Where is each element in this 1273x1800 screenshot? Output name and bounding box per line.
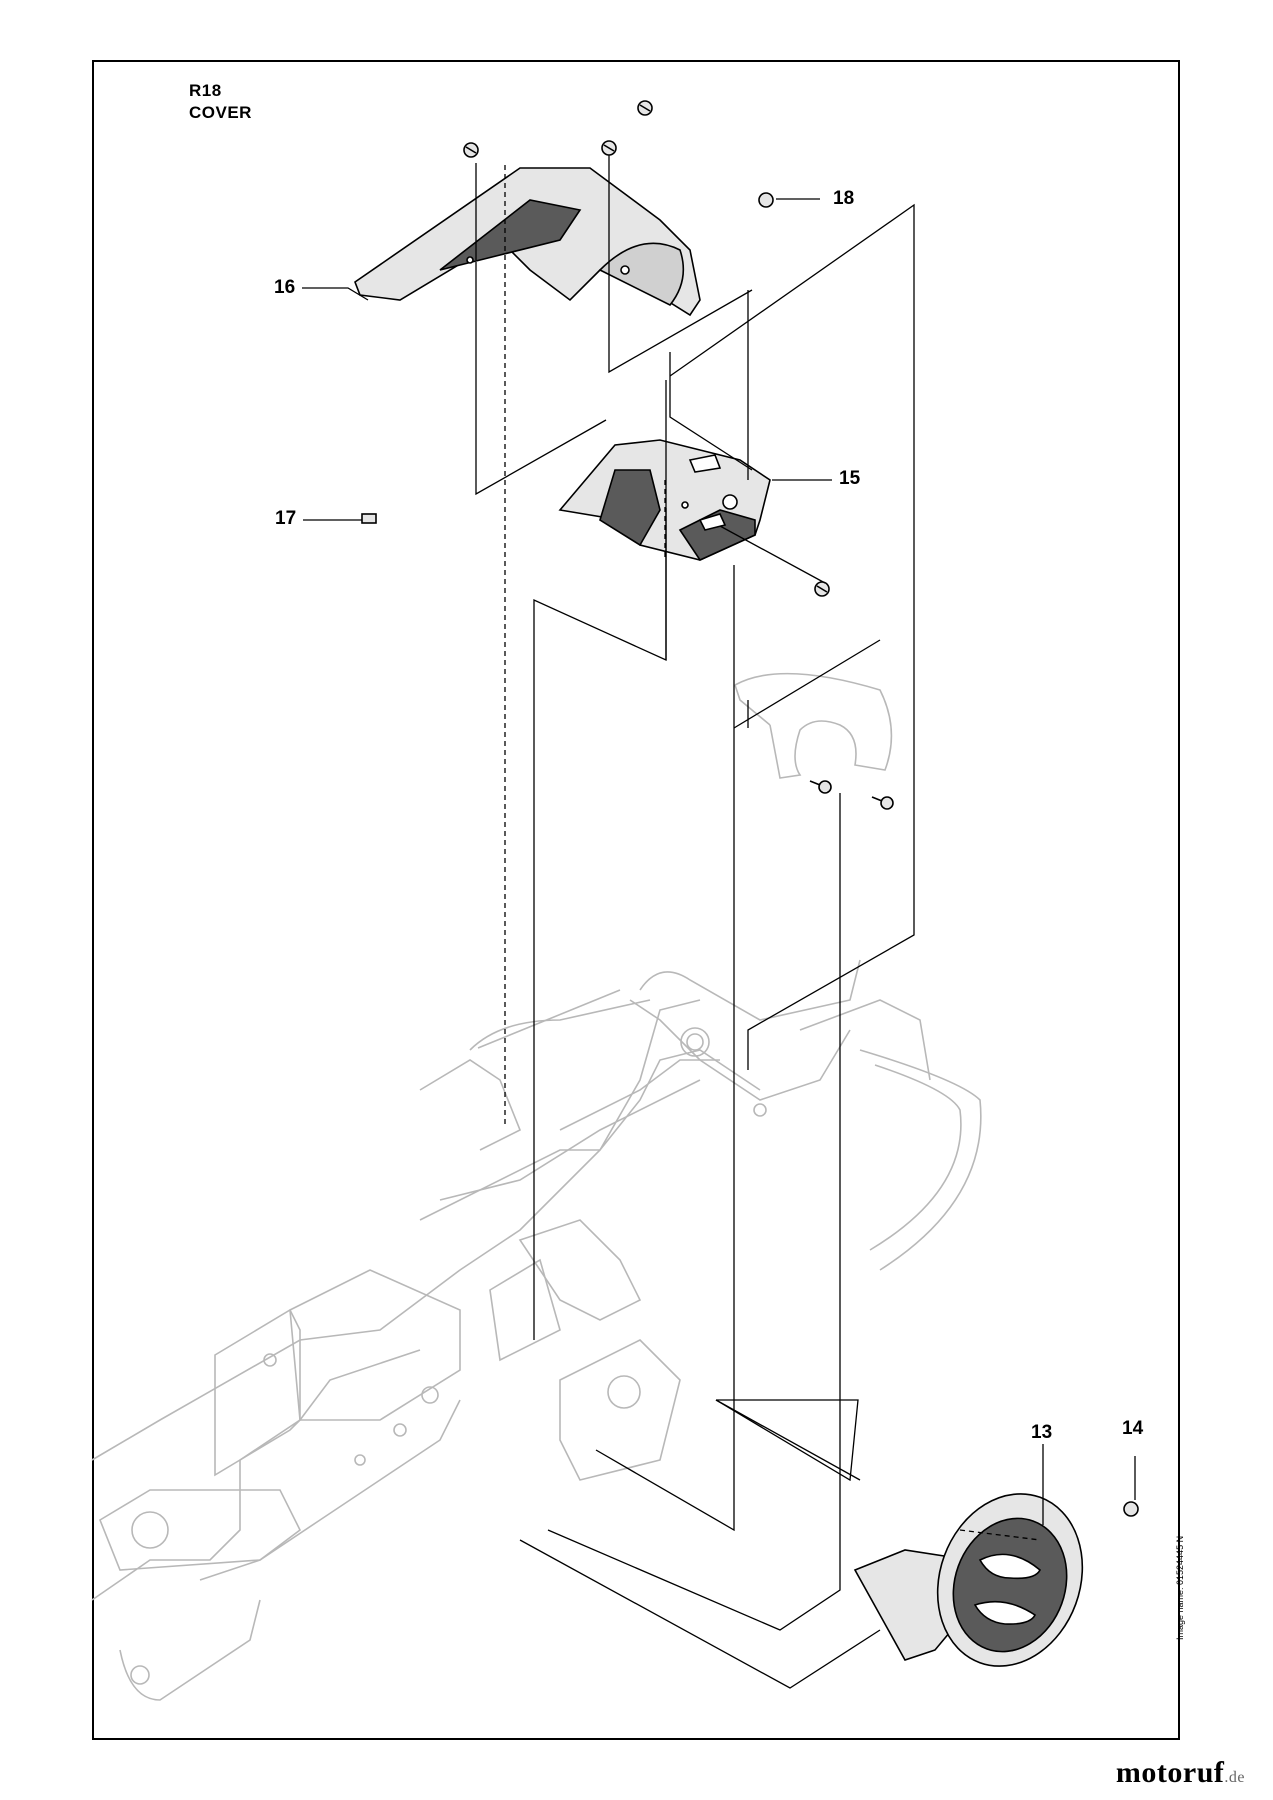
callout-18: 18 xyxy=(833,188,855,209)
screw-top-1 xyxy=(637,100,653,116)
assembly-lines xyxy=(475,155,915,1689)
callout-13: 13 xyxy=(1031,1422,1053,1443)
part-16-upper-cover xyxy=(354,167,701,317)
screw-bracket-1 xyxy=(809,780,832,794)
dashed-assembly-lines xyxy=(504,165,1041,1541)
callout-leaders xyxy=(302,198,1136,1525)
watermark-brand: motoruf xyxy=(1115,1756,1225,1789)
part-17-clip xyxy=(361,513,377,524)
screw-mid xyxy=(814,581,830,597)
section-code: R18 xyxy=(189,81,222,100)
screw-bracket-2 xyxy=(871,796,894,810)
section-name: COVER xyxy=(189,103,252,122)
chassis-frame xyxy=(91,959,982,1701)
screws xyxy=(463,100,1139,1517)
watermark-tld: .de xyxy=(1224,1769,1245,1786)
screw-top-2 xyxy=(463,142,479,158)
drawing-frame xyxy=(92,60,1180,1740)
part-13-wheel-cover xyxy=(853,1493,1084,1667)
screw-14 xyxy=(1123,1501,1139,1517)
watermark-logo: motoruf.de xyxy=(1116,1756,1245,1790)
callout-14: 14 xyxy=(1122,1418,1144,1439)
callout-15: 15 xyxy=(839,468,861,489)
callout-16: 16 xyxy=(274,277,296,298)
section-title: R18 COVER xyxy=(189,80,252,124)
screw-18 xyxy=(758,192,774,208)
callout-17: 17 xyxy=(275,508,297,529)
image-name-label: Image name: 01524445 N xyxy=(1175,1535,1185,1640)
screw-top-3 xyxy=(601,140,617,156)
cover-bracket xyxy=(734,672,893,779)
